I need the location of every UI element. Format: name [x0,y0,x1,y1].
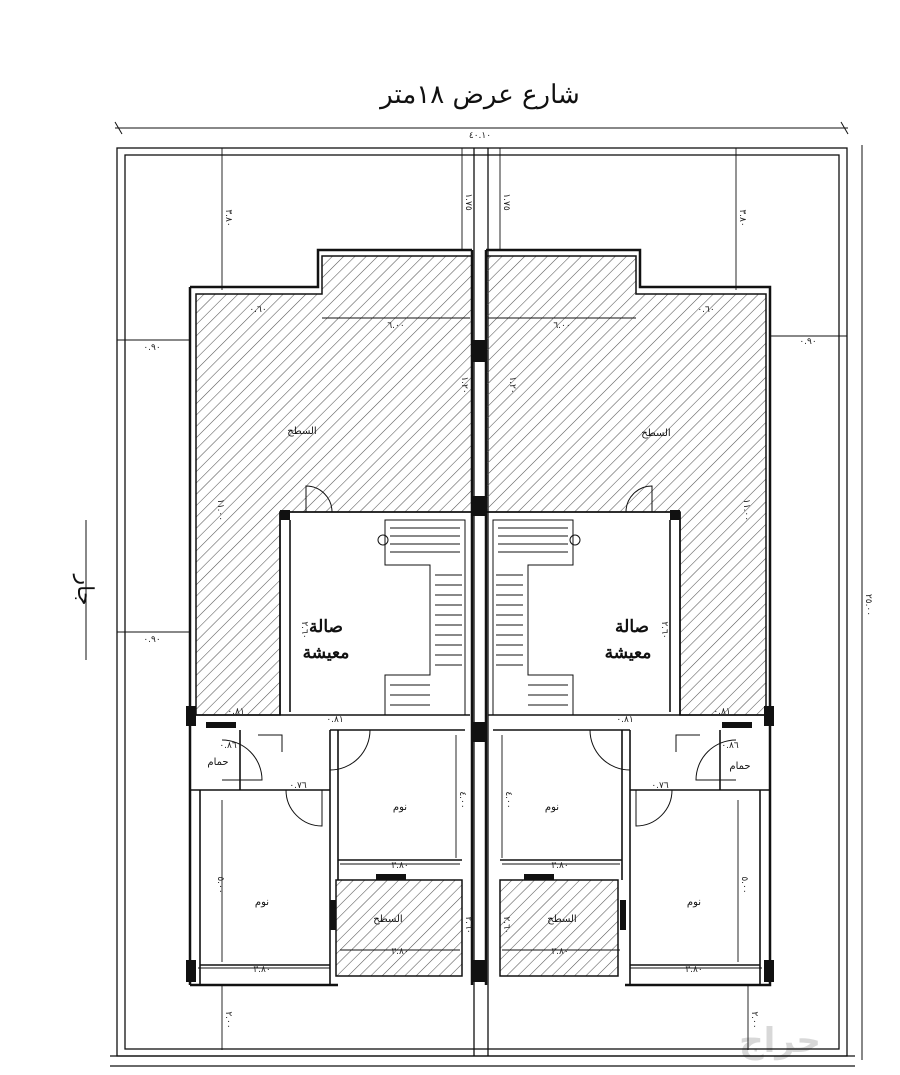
dim-side-left: ٠.٩٠ [143,343,160,353]
dim-bed2-right: ٤.٠٠ [503,791,513,808]
dim-room-w-3: ٣.٨٠ [391,947,408,957]
roof-label-left: السطح [287,426,316,437]
dim-mini-left-2: ٠.٨١ [326,715,343,725]
dim-room-w-6: ٣.٨٠ [685,965,702,975]
dim-mini-left: ٠.٨١ [227,707,244,717]
dim-room-w-2: ٣.٨٠ [551,861,568,871]
roof-left-small [335,879,463,977]
bed-label-3: نوم [255,897,269,908]
dim-col-left: ١.٢٠ [459,376,469,393]
dim-roof-right: ٦.٠٠ [553,321,570,331]
living-label-left-1: صالة [309,617,343,637]
dim-front-left: ٣.٨٠ [223,209,233,226]
outer-walls [188,248,772,987]
dim-bed2-left: ٤.٠٠ [457,791,467,808]
dim-side-left-2: ٠.٩٠ [143,635,160,645]
street-title: شارع عرض ١٨متر [380,80,580,110]
dim-party-left: ١.٧٥ [463,193,473,211]
dim-bath-right: ٠.٨٦ [721,741,739,751]
dim-rear-right: ٢.٠٠ [749,1011,759,1028]
doors [221,485,737,827]
bath-label-left: حمام [207,757,228,768]
dim-room-w-5: ٣.٨٠ [253,965,270,975]
top-dimension: ٤٠.١٠ [114,121,849,141]
dim-stair-left: ٢.٦٠ [463,916,473,933]
dim-room-w-4: ٣.٨٠ [551,947,568,957]
plot-boundary [110,147,855,1067]
dim-party-right: ١.٧٥ [501,193,511,211]
roof-label-small-left: السطح [373,914,402,925]
watermark: حراج [739,1021,821,1061]
roof-right-small [499,879,619,977]
dim-mini-right-2: ٠.٨١ [616,715,633,725]
dim-roof-edge-right: ٠.٦٠ [697,305,714,315]
staircase-right [492,519,581,716]
living-label-right-2: معيشة [605,643,652,663]
dim-room-w-1: ٣.٨٠ [391,861,408,871]
bath-label-right: حمام [729,761,750,772]
dim-bed-depth-right: ٥.٠٠ [739,876,749,893]
dim-top-total: ٤٠.١٠ [469,131,491,141]
room-labels: السطح السطح السطح السطح صالة معيشة صالة … [207,426,750,925]
dim-bed-depth-left: ٥.٠٠ [215,876,225,893]
dim-living-right: ٢.٦٠ [659,621,669,638]
dim-mini-right: ٠.٨١ [713,707,730,717]
dim-front-right: ٣.٨٠ [737,209,747,226]
dim-stair-right: ٢.٦٠ [501,916,511,933]
dim-roof-depth-left: ١١.٠٠ [215,499,225,521]
columns [186,340,774,982]
dim-rear-left: ٢.٠٠ [223,1011,233,1028]
staircase-left [377,519,466,716]
dim-col-right: ١.٢٠ [507,376,517,393]
right-dimension: ٢٥.٠٠ [861,145,873,1060]
dim-living-left: ٢.٦٠ [299,621,309,638]
dimension-texts: ٣.٨٠ ٣.٨٠ ١.٧٥ ١.٧٥ ٠.٩٠ ٠.٩٠ ٠.٩٠ ٦.٠٠ … [143,193,816,1028]
living-label-right-1: صالة [615,617,649,637]
dim-right-total: ٢٥.٠٠ [863,594,873,616]
roof-label-right: السطح [641,428,670,439]
dim-door-left: ٠.٧٦ [289,781,307,791]
bed-label-2: نوم [545,802,559,813]
roof-label-small-right: السطح [547,914,576,925]
neighbour-label: جار [72,574,97,606]
dim-roof-edge-left: ٠.٦٠ [249,305,266,315]
bed-label-4: نوم [687,897,701,908]
dim-bath-left: ٠.٨٦ [219,741,237,751]
dim-side-right: ٠.٩٠ [799,337,816,347]
dim-roof-depth-right: ١١.٠٠ [741,499,751,521]
roof-areas [195,255,767,977]
dimension-lines [117,148,847,1050]
dim-door-right: ٠.٧٦ [651,781,669,791]
bed-label-1: نوم [393,802,407,813]
living-label-left-2: معيشة [303,643,350,663]
dim-roof-left: ٦.٠٠ [387,321,404,331]
